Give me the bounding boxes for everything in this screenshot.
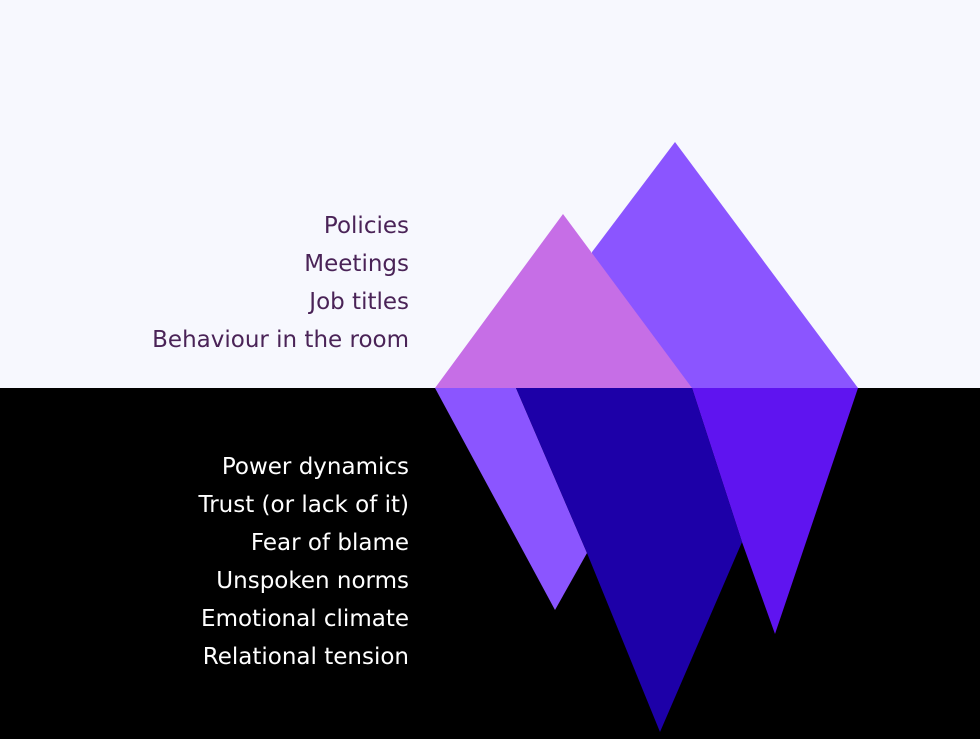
visible-factor: Meetings	[304, 251, 409, 277]
visible-factor: Job titles	[309, 289, 409, 315]
hidden-factor: Relational tension	[202, 644, 409, 670]
hidden-factors-list: Power dynamics Trust (or lack of it) Fea…	[199, 448, 409, 676]
hidden-factor: Power dynamics	[221, 454, 409, 480]
iceberg-peak-right	[592, 142, 858, 388]
iceberg-underwater-right	[692, 388, 858, 634]
hidden-factor: Fear of blame	[250, 530, 409, 556]
iceberg-underwater-center	[516, 388, 742, 732]
visible-factor: Policies	[323, 213, 409, 239]
hidden-factor: Unspoken norms	[216, 568, 409, 594]
visible-factors-list: Policies Meetings Job titles Behaviour i…	[152, 207, 409, 359]
visible-factor: Behaviour in the room	[152, 327, 409, 353]
hidden-factor: Trust (or lack of it)	[198, 492, 409, 518]
iceberg-underwater-left	[435, 388, 587, 610]
hidden-factor: Emotional climate	[201, 606, 409, 632]
iceberg-peak-left	[435, 214, 692, 388]
